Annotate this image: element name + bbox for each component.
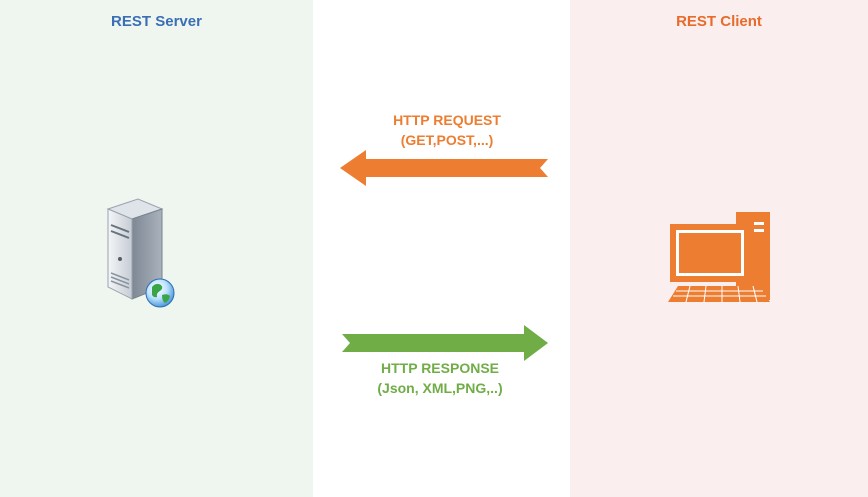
response-label-line2: (Json, XML,PNG,..): [377, 380, 503, 396]
response-label-line1: HTTP RESPONSE: [381, 360, 499, 376]
client-title: REST Client: [676, 13, 762, 30]
response-arrow: [342, 325, 548, 361]
response-label: HTTP RESPONSE (Json, XML,PNG,..): [345, 358, 535, 398]
request-label-line2: (GET,POST,...): [400, 132, 494, 148]
desktop-computer-icon: [668, 212, 770, 303]
server-globe-icon: [106, 198, 175, 308]
request-arrow: [340, 150, 548, 186]
request-label: HTTP REQUEST (GET,POST,...): [362, 110, 532, 150]
request-label-line1: HTTP REQUEST: [393, 112, 501, 128]
server-title: REST Server: [111, 13, 202, 30]
